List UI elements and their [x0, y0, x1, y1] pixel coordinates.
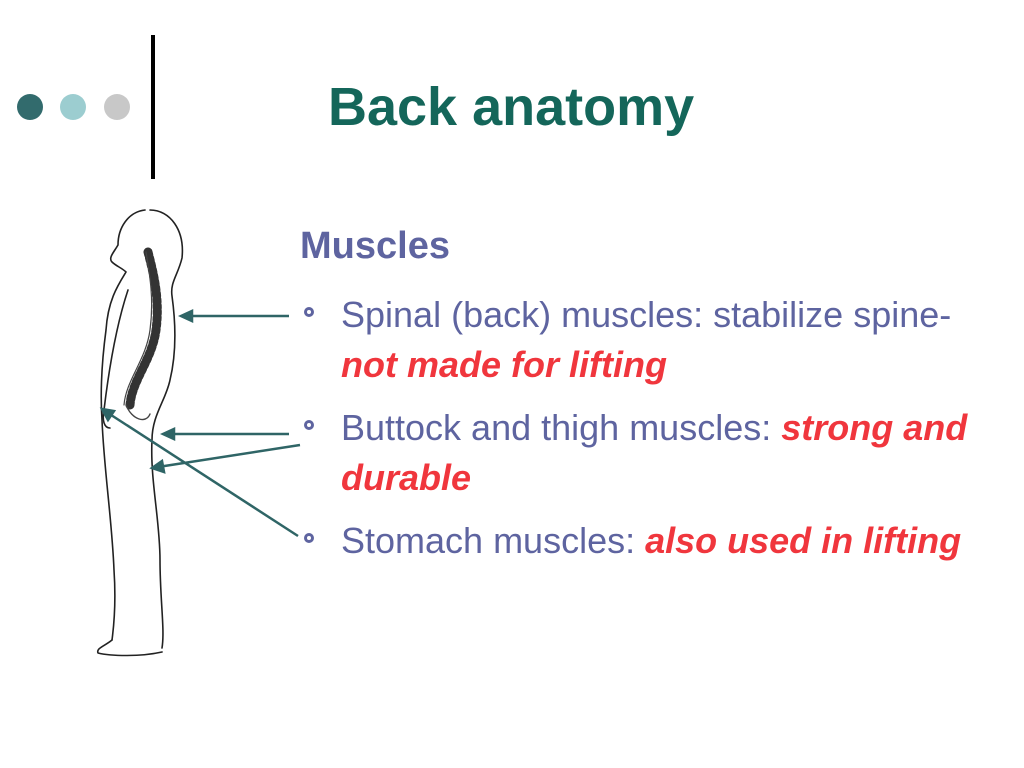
decorative-dot-grey — [104, 94, 130, 120]
arrow-to-buttock-head — [159, 427, 176, 441]
title-divider-line — [151, 35, 155, 179]
spine-drawing — [125, 247, 162, 410]
section-heading-muscles: Muscles — [300, 225, 450, 267]
bullet-circle-icon — [304, 420, 314, 430]
arrow-to-thigh-head — [149, 458, 166, 474]
bullet-circle-icon — [304, 533, 314, 543]
bullet-stomach-muscles: Stomach muscles: also used in lifting — [300, 516, 990, 566]
arrow-to-spine-head — [177, 309, 194, 323]
spine-edge — [123, 251, 153, 406]
body-front-outline — [100, 209, 146, 641]
body-arm-outline — [102, 289, 129, 429]
bullet-emphasis: also used in lifting — [645, 520, 962, 561]
decorative-dot-dark — [17, 94, 43, 120]
bullet-emphasis: strong and durable — [341, 407, 968, 498]
arrow-to-stomach-head — [99, 407, 117, 423]
bullet-list: Spinal (back) muscles: stabilize spine- … — [300, 290, 990, 579]
pelvis-drawing — [125, 404, 151, 421]
bullet-text: Buttock and thigh muscles: — [341, 407, 782, 448]
bullet-circle-icon — [304, 307, 314, 317]
arrow-to-thigh-line — [157, 443, 301, 469]
bullet-spinal-muscles: Spinal (back) muscles: stabilize spine- … — [300, 290, 990, 390]
bullet-text: Spinal (back) muscles: stabilize spine- — [341, 294, 952, 335]
body-back-outline — [149, 209, 184, 649]
body-foot-outline — [96, 639, 163, 657]
slide-title: Back anatomy — [328, 77, 695, 137]
bullet-buttock-thigh-muscles: Buttock and thigh muscles: strong and du… — [300, 403, 990, 503]
bullet-text: Stomach muscles: — [341, 520, 646, 561]
decorative-dot-light — [60, 94, 86, 120]
arrow-to-stomach-line — [107, 411, 299, 538]
bullet-emphasis: not made for lifting — [341, 344, 667, 385]
